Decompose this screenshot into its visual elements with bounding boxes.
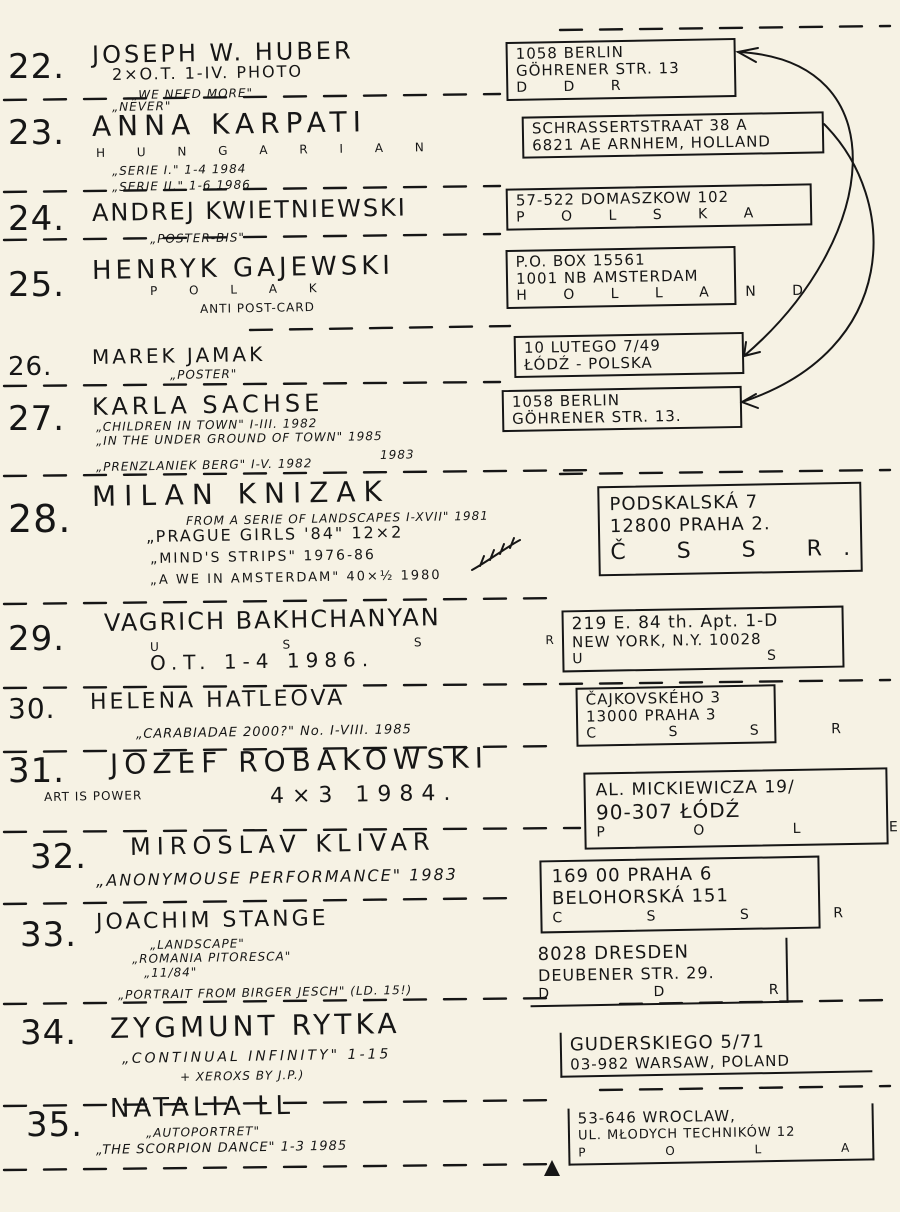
address-box-30: ČAJKOVSKÉHO 3 13000 PRAHA 3 C S S R	[575, 684, 876, 747]
work-title: 4×3 1984.	[269, 780, 459, 809]
separator-line	[2, 184, 502, 194]
address-box-31: AL. MICKIEWICZA 19/ 90-307 ŁÓDŹ P O L E …	[583, 767, 900, 850]
separator-line	[248, 324, 512, 332]
artist-name: NATALIA LL	[109, 1090, 295, 1124]
entry-number: 22.	[8, 47, 66, 87]
address-box-23: SCHRASSERTSTRAAT 38 A 6821 AE ARNHEM, HO…	[521, 111, 825, 159]
work-title: O.T. 1-4 1986.	[149, 647, 375, 675]
separator-line	[598, 1084, 892, 1092]
artist-name: KARLA SACHSE	[91, 388, 324, 421]
address-country: P O L E N	[596, 817, 900, 841]
address-box-25: P.O. BOX 15561 1001 NB AMSTERDAM H O L L…	[505, 245, 820, 310]
separator-line	[2, 92, 502, 102]
work-title: + XEROXS BY J.P.)	[179, 1067, 305, 1084]
address-box-27: 1058 BERLIN GÖHRENER STR. 13.	[501, 385, 743, 433]
entry-number: 25.	[8, 265, 66, 305]
address-country: D D R	[516, 77, 637, 96]
work-title: 1983	[379, 447, 415, 462]
address-country: U S A	[572, 643, 900, 668]
separator-line	[558, 678, 892, 686]
ink-blot	[544, 1160, 560, 1176]
address-line: GÖHRENER STR. 13.	[511, 406, 682, 428]
curved-arrow-head	[739, 393, 759, 409]
entry-number: 28.	[8, 497, 72, 541]
work-title: „POSTER-BIS"	[149, 230, 246, 246]
entry-number: 31.	[8, 751, 66, 791]
entry-number: 23.	[8, 113, 66, 153]
artist-name: ZYGMUNT RYTKA	[109, 1006, 401, 1045]
separator-line	[558, 24, 892, 32]
separator-line	[2, 682, 562, 690]
curved-arrow-line	[741, 123, 875, 403]
separator-line	[618, 998, 892, 1006]
address-box-33: 8028 DRESDEN DEUBENER STR. 29. D D R	[529, 937, 829, 1008]
work-title: „11/84"	[143, 965, 198, 980]
separator-line	[2, 468, 602, 478]
entry-number: 35.	[26, 1105, 84, 1145]
address-country: P O L A N D	[578, 1137, 900, 1160]
separator-line	[2, 826, 582, 834]
address-box-24: 57-522 DOMASZKOW 102 P O L S K A	[505, 183, 813, 231]
address-country: P O L S K A	[516, 205, 770, 226]
artist-name: MILAN KNIZAK	[91, 474, 391, 513]
entry-number: 27.	[8, 399, 66, 439]
work-title: „PRAGUE GIRLS '84" 12×2	[145, 522, 404, 546]
work-title: 2×O.T. 1-IV. PHOTO	[111, 61, 304, 84]
separator-line	[2, 744, 562, 754]
entry-number: 29.	[8, 619, 66, 659]
entry-number: 26.	[8, 352, 53, 382]
artist-name: VAGRICH BAKHCHANYAN	[103, 603, 441, 637]
address-country: C S S R	[586, 720, 876, 742]
address-line: ŁÓDŹ - POLSKA	[523, 353, 653, 374]
curved-arrow-head	[742, 341, 761, 358]
artist-name: HENRYK GAJEWSKI	[91, 250, 395, 286]
separator-line	[2, 232, 502, 242]
artist-name: HELENA HATLEOVA	[89, 685, 346, 715]
address-box-26: 10 LUTEGO 7/49 ŁÓDŹ - POLSKA	[513, 331, 745, 379]
work-title: „MIND'S STRIPS" 1976-86	[149, 547, 377, 567]
artist-name: MIROSLAV KLIVAR	[129, 827, 436, 861]
separator-line	[558, 468, 892, 476]
curved-arrow-head	[735, 47, 759, 63]
entry-number: 32.	[30, 837, 88, 877]
artist-name: JOACHIM STANGE	[95, 905, 329, 935]
fern-scribble	[471, 537, 521, 571]
artist-name: ANDREJ KWIETNIEWSKI	[91, 193, 408, 227]
artist-name: ANNA KARPATI	[91, 105, 368, 143]
entry-number: 24.	[8, 199, 66, 239]
entry-number: 34.	[20, 1013, 78, 1053]
address-country: H O L L A N D	[516, 282, 820, 304]
work-title: „SERIE II." 1-6 1986	[111, 177, 251, 194]
address-line: 03-982 WARSAW, POLAND	[570, 1051, 791, 1074]
work-title: „AUTOPORTRET"	[145, 1124, 261, 1140]
separator-line	[2, 380, 502, 388]
artist-name: JOZEF ROBAKOWSKI	[109, 741, 490, 781]
address-country: D D R	[538, 981, 829, 1003]
address-box-32: 169 00 PRAHA 6 BELOHORSKÁ 151 C S S R	[539, 855, 884, 934]
separator-line	[2, 896, 522, 906]
work-title: ART IS POWER	[43, 788, 143, 804]
address-box-35: 53-646 WROCLAW, UL. MŁODYCH TECHNIKÓW 12…	[567, 1103, 900, 1166]
separator-line	[2, 596, 562, 606]
separator-line	[2, 1162, 562, 1172]
work-title: „POSTER"	[169, 366, 238, 382]
work-title: „SERIE I." 1-4 1984	[111, 161, 247, 178]
separator-line	[2, 1098, 562, 1108]
address-country: C S S R	[552, 904, 884, 927]
separator-line	[2, 996, 562, 1006]
address-line: 6821 AE ARNHEM, HOLLAND	[532, 132, 772, 155]
address-box-22: 1058 BERLIN GÖHRENER STR. 13 D D R	[505, 37, 737, 102]
address-box-28: PODSKALSKÁ 7 12800 PRAHA 2. Č S S R.	[597, 481, 873, 577]
address-box-34: GUDERSKIEGO 5/71 03-982 WARSAW, POLAND	[559, 1027, 873, 1078]
entry-number: 30.	[8, 692, 56, 725]
address-country: Č S S R.	[610, 535, 873, 566]
work-title: „ROMANIA PITORESCA"	[131, 949, 292, 966]
artist-name: MAREK JAMAK	[91, 341, 266, 369]
address-box-29: 219 E. 84 th. Apt. 1-D NEW YORK, N.Y. 10…	[561, 605, 900, 673]
work-title: ANTI POST-CARD	[199, 299, 316, 316]
entry-number: 33.	[20, 915, 78, 955]
